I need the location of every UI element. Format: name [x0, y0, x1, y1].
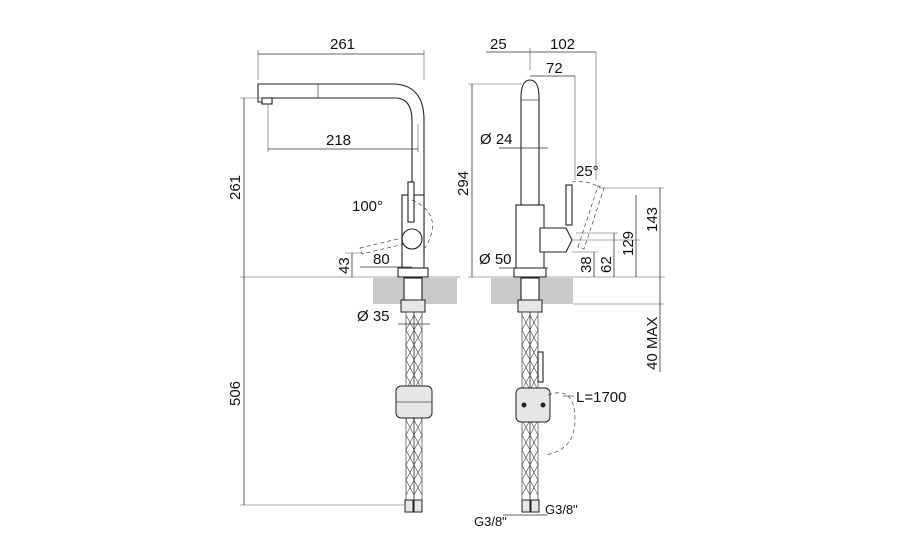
lever-side — [407, 181, 415, 223]
dim-head-offset: 72 — [546, 60, 563, 77]
dim-base-diameter-side: Ø 35 — [357, 308, 390, 325]
base-ring-front — [513, 267, 547, 278]
dim-h129: 129 — [620, 231, 637, 256]
side-view: 261 218 261 506 100° 43 80 Ø 35 — [227, 36, 460, 513]
dim-thread-left: G3/8" — [474, 514, 507, 529]
lever-dashed-front — [577, 185, 605, 250]
mount-nut-side — [400, 299, 426, 313]
dim-lever-offset: 80 — [373, 251, 390, 268]
nozzle-side — [261, 97, 273, 105]
lever-front — [565, 184, 573, 226]
dim-thread-right: G3/8" — [545, 502, 578, 517]
connector-side-b — [413, 499, 423, 513]
spout-side — [257, 83, 425, 261]
dim-offset-left: 25 — [490, 36, 507, 53]
pullout-hose-front — [537, 351, 544, 383]
front-view: 25 102 72 Ø 24 294 25° Ø 50 38 62 129 14… — [455, 36, 665, 529]
dim-base-diameter-front: Ø 50 — [479, 251, 512, 268]
dim-h62: 62 — [598, 256, 615, 273]
lever-dashed-position — [359, 237, 405, 255]
dim-total-height: 261 — [227, 175, 244, 200]
lever-swing-arc — [411, 199, 433, 249]
dim-hose-length: 506 — [227, 381, 244, 406]
dim-offset-right: 102 — [550, 36, 575, 53]
dim-total-width: 261 — [330, 36, 355, 53]
mount-nut-front — [517, 299, 543, 313]
connector-side-a — [404, 499, 414, 513]
base-ring-side — [397, 267, 429, 278]
lever-housing-front — [539, 227, 573, 253]
weight-block-front — [515, 387, 551, 423]
connector-front-a — [521, 499, 531, 513]
dim-lever-angle-front: 25° — [576, 163, 599, 180]
lever-pivot-side — [401, 228, 423, 250]
dim-spout-reach: 218 — [326, 132, 351, 149]
dim-counter-thickness: 40 MAX — [644, 317, 661, 370]
dim-lever-angle-side: 100° — [352, 198, 383, 215]
dim-lever-height: 43 — [336, 257, 353, 274]
dim-h143: 143 — [644, 207, 661, 232]
dim-spout-diameter: Ø 24 — [480, 131, 513, 148]
faucet-body-front — [515, 204, 545, 271]
dim-cable-length: L=1700 — [576, 389, 626, 406]
connector-front-b — [530, 499, 540, 513]
dim-height-front: 294 — [455, 171, 472, 196]
dim-h38: 38 — [578, 256, 595, 273]
